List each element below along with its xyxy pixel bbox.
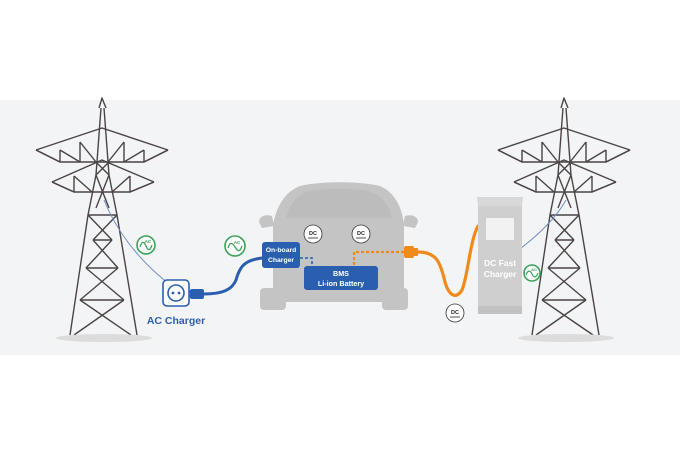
dc-fast-charger-label-1: DC Fast <box>484 258 516 268</box>
bms-label: BMS <box>333 269 349 278</box>
dc-connector-icon <box>404 246 418 258</box>
ac-badge-text: AC <box>531 267 537 272</box>
ac-badge-text: AC <box>234 240 241 245</box>
dc-badge-text: DC <box>451 310 459 316</box>
onboard-charger-label-1: On-board <box>266 247 297 254</box>
dc-cable <box>416 224 480 297</box>
battery-label: Li-ion Battery <box>318 279 364 288</box>
dc-fast-charger <box>477 197 523 314</box>
dc-badge-icon: DC <box>303 224 323 244</box>
power-socket-icon <box>162 279 190 307</box>
ac-cable <box>202 256 264 296</box>
dc-charger-screen <box>486 218 514 240</box>
right-transmission-tower <box>497 97 631 336</box>
ac-sine-icon: AC <box>523 264 541 282</box>
onboard-charger-label-2: Charger <box>268 257 294 264</box>
left-tower-shadow <box>56 334 152 342</box>
dc-badge-icon: DC <box>351 224 371 244</box>
ac-charger-label: AC Charger <box>147 315 205 327</box>
onboard-to-battery-link <box>300 257 313 276</box>
onboard-charger-box <box>262 242 300 268</box>
ac-sine-icon: AC <box>224 235 246 257</box>
ac-badge-text: AC <box>145 239 152 244</box>
car-windshield <box>286 188 392 218</box>
dc-badge-icon: DC <box>445 303 465 323</box>
dc-badge-text: DC <box>357 231 365 237</box>
left-transmission-tower <box>35 97 169 336</box>
dc-fast-charger-label-2: Charger <box>484 269 517 279</box>
dc-internal-link <box>352 250 404 270</box>
right-tower-shadow <box>518 334 614 342</box>
ac-sine-icon: AC <box>136 235 156 255</box>
bms-battery-box <box>304 266 378 290</box>
dc-badge-text: DC <box>309 231 317 237</box>
